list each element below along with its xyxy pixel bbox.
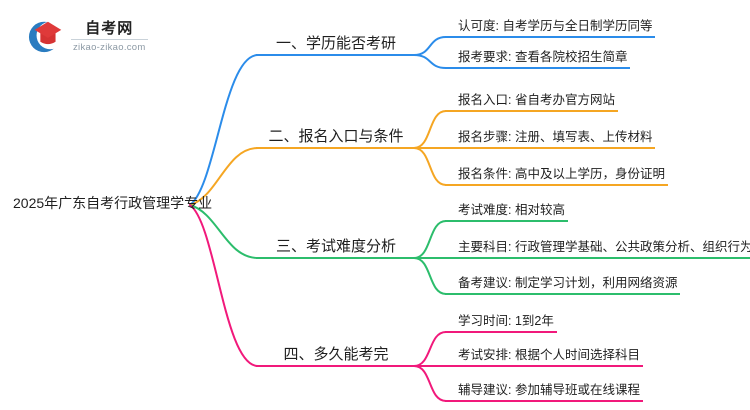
- branch-2-fork-3: [413, 147, 447, 186]
- branch-2-child-1: 报名入口: 省自考办官方网站: [445, 90, 618, 112]
- branch-3-topic: 三、考试难度分析: [256, 236, 416, 259]
- branch-4-fork-3: [413, 365, 447, 402]
- site-logo: 自考网 zikao-zikao.com: [28, 17, 148, 55]
- branch-4-fork-1: [413, 331, 447, 367]
- branch-3-child-2: 主要科目: 行政管理学基础、公共政策分析、组织行为学: [445, 237, 750, 259]
- branch-4-child-2: 考试安排: 根据个人时间选择科目: [445, 345, 643, 367]
- branch-3-root-curve: [189, 204, 259, 259]
- branch-1-fork-2: [413, 54, 447, 69]
- branch-4-child-1: 学习时间: 1到2年: [445, 311, 557, 333]
- branch-1-child-2: 报考要求: 查看各院校招生简章: [445, 47, 631, 69]
- branch-3-child-1: 考试难度: 相对较高: [445, 200, 568, 222]
- branch-2-fork-1: [413, 110, 447, 149]
- branch-3-child-3: 备考建议: 制定学习计划，利用网络资源: [445, 273, 681, 295]
- branch-4-child-3: 辅导建议: 参加辅导班或在线课程: [445, 380, 643, 402]
- branch-3-fork-3: [413, 257, 447, 295]
- branch-2-topic: 二、报名入口与条件: [256, 126, 416, 149]
- graduation-cap-icon: [28, 21, 65, 53]
- branch-4-root-curve: [189, 204, 259, 367]
- branch-1-fork-1: [413, 36, 447, 56]
- logo-title: 自考网: [85, 19, 134, 37]
- root-topic: 2025年广东自考行政管理学专业: [13, 195, 213, 211]
- branch-4-topic: 四、多久能考完: [256, 344, 416, 367]
- branch-2-child-3: 报名条件: 高中及以上学历，身份证明: [445, 164, 668, 186]
- branch-1-child-1: 认可度: 自考学历与全日制学历同等: [445, 16, 656, 38]
- logo-domain: zikao-zikao.com: [71, 38, 148, 53]
- branch-1-root-curve: [189, 54, 259, 206]
- branch-1-topic: 一、学历能否考研: [256, 33, 416, 56]
- branch-2-child-2: 报名步骤: 注册、填写表、上传材料: [445, 127, 656, 149]
- logo-text: 自考网 zikao-zikao.com: [71, 20, 148, 53]
- branch-3-fork-1: [413, 220, 447, 259]
